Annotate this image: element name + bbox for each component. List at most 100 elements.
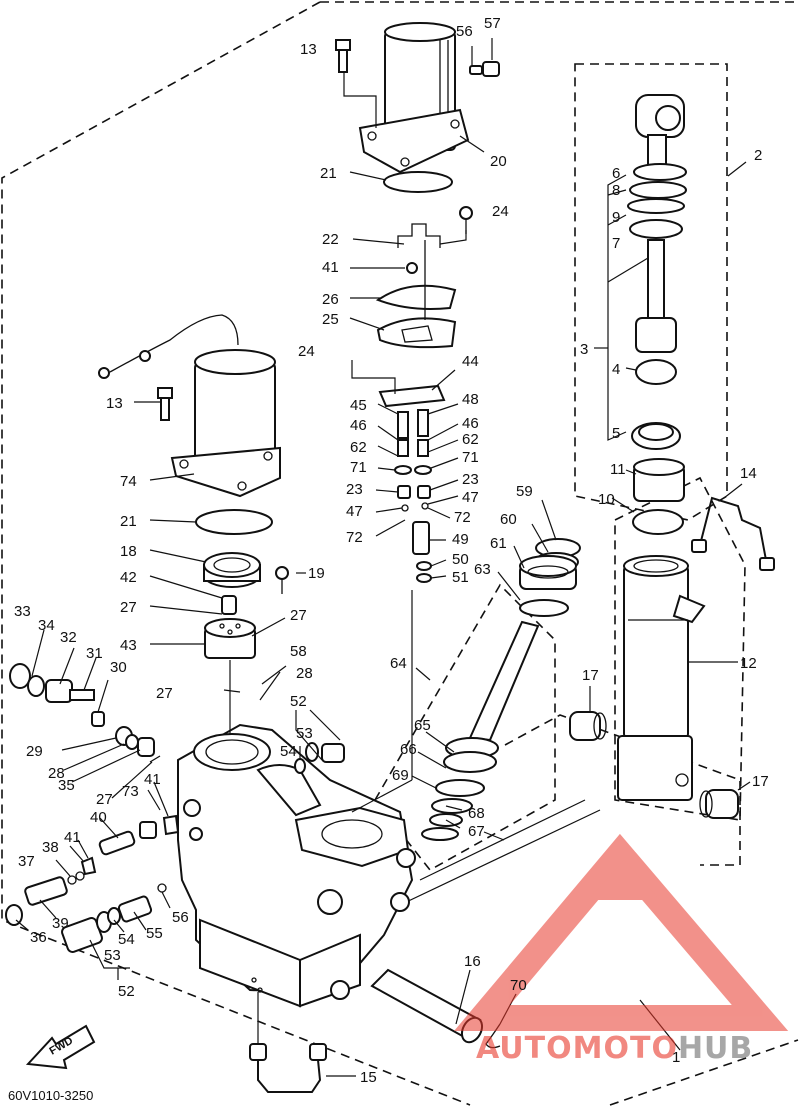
callout-12: 12 [740,655,757,672]
callout-40: 40 [90,809,107,826]
callout-71b: 71 [462,449,479,466]
callout-54a: 54 [280,743,297,760]
callout-33: 33 [14,603,31,620]
callout-46a: 46 [350,417,367,434]
callout-41c: 41 [64,829,81,846]
callout-68: 68 [468,805,485,822]
lower-motor [98,314,281,498]
callout-23a: 23 [346,481,363,498]
left-valve-parts [5,663,180,953]
callout-17b: 17 [752,773,769,790]
callout-67: 67 [468,823,485,840]
callout-62b: 62 [462,431,479,448]
callout-34: 34 [38,617,55,634]
callout-3: 3 [580,341,588,358]
upper-motor [358,22,470,193]
callout-71a: 71 [350,459,367,476]
main-housing [177,723,416,1008]
callout-6: 6 [612,165,620,182]
callout-41a: 41 [322,259,339,276]
watermark-logo [454,833,789,1031]
callout-73: 73 [122,783,139,800]
callout-56b: 56 [172,909,189,926]
callout-37: 37 [18,853,35,870]
callout-17a: 17 [582,667,599,684]
callout-21b: 21 [120,513,137,530]
callout-31: 31 [86,645,103,662]
cylinder-12 [617,555,706,801]
callout-18: 18 [120,543,137,560]
pump-43 [204,595,256,659]
callout-35: 35 [58,777,75,794]
valve-stack [378,384,446,583]
callout-15: 15 [360,1069,377,1086]
valve-plate-stack [375,223,457,349]
callout-57: 57 [484,15,501,32]
callout-42: 42 [120,569,137,586]
callout-21a: 21 [320,165,337,182]
callout-49: 49 [452,531,469,548]
bolt-13-lower [157,387,173,421]
screw-24-upper [459,206,473,234]
callout-52b: 52 [118,983,135,1000]
callout-24b: 24 [298,343,315,360]
callout-62a: 62 [350,439,367,456]
callout-24a: 24 [492,203,509,220]
bushing-17-right [699,789,739,819]
callout-20: 20 [490,153,507,170]
callout-13b: 13 [106,395,123,412]
callout-9: 9 [612,209,620,226]
callout-47b: 47 [462,489,479,506]
callout-53b: 53 [104,947,121,964]
drawing-code: 60V1010-3250 [8,1088,93,1103]
callout-16: 16 [464,953,481,970]
watermark-brand-a: AUTOMOTO [476,1031,678,1066]
callout-55: 55 [146,925,163,942]
callout-10: 10 [598,491,615,508]
callout-22: 22 [322,231,339,248]
callout-56a: 56 [456,23,473,40]
callout-52a: 52 [290,693,307,710]
tilt-cylinder-assembly [627,94,687,535]
callout-39: 39 [52,915,69,932]
callout-63: 63 [474,561,491,578]
callout-50: 50 [452,551,469,568]
callout-30: 30 [110,659,127,676]
leader-lines [15,38,751,1077]
callout-7: 7 [612,235,620,252]
callout-43: 43 [120,637,137,654]
callout-64: 64 [390,655,407,672]
pipe-14 [691,496,775,571]
callout-46b: 46 [462,415,479,432]
callout-29: 29 [26,743,43,760]
check-valve-53-upper [294,742,345,774]
callout-47a: 47 [346,503,363,520]
callout-28b: 28 [48,765,65,782]
watermark-brand-b: HUB [678,1031,753,1066]
callout-70: 70 [510,977,527,994]
callout-28a: 28 [296,665,313,682]
screw-19 [275,566,289,594]
manual-valve-group [421,538,581,841]
callout-27c: 27 [156,685,173,702]
fwd-arrow-icon: FWD [25,1024,96,1070]
callout-27d: 27 [96,791,113,808]
callout-58: 58 [290,643,307,660]
watermark-triangle-icon [454,833,789,1031]
callout-5: 5 [612,425,620,442]
callout-69: 69 [392,767,409,784]
callout-27b: 27 [290,607,307,624]
plug-57 [469,61,500,77]
pin-16 [370,968,484,1044]
callout-13a: 13 [300,41,317,58]
o-ring-21-lower [195,509,273,535]
callout-72b: 72 [454,509,471,526]
callout-27a: 27 [120,599,137,616]
callout-45: 45 [350,397,367,414]
pipe-15 [249,992,327,1093]
callout-74: 74 [120,473,137,490]
callout-54b: 54 [118,931,135,948]
callout-2: 2 [754,147,762,164]
